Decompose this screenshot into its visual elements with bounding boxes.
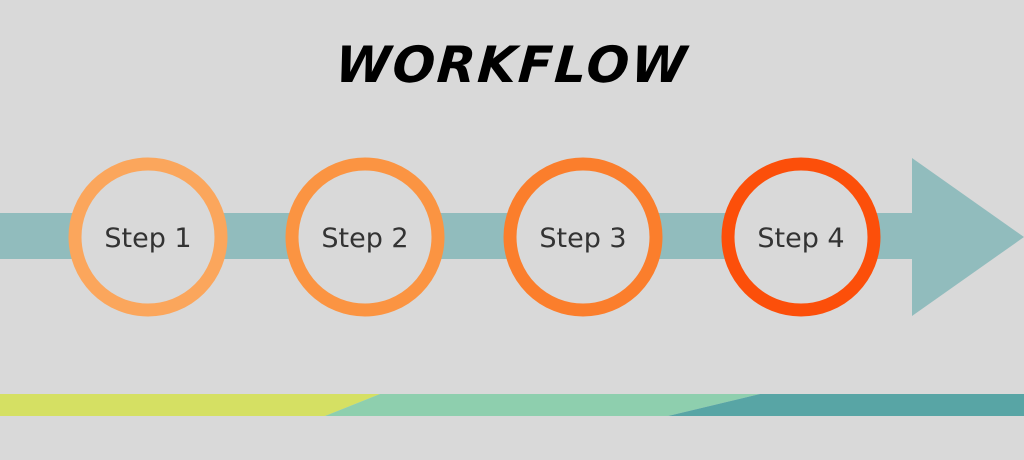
arrow-head — [912, 158, 1024, 316]
step-4-label: Step 4 — [757, 223, 844, 254]
step-2-label: Step 2 — [321, 223, 408, 254]
step-1-label: Step 1 — [104, 223, 191, 254]
step-1: Step 1 — [68, 157, 228, 317]
bottom-band-1 — [0, 394, 380, 416]
step-2-ring — [285, 157, 445, 317]
step-1-ring — [68, 157, 228, 317]
step-3-label: Step 3 — [539, 223, 626, 254]
bottom-band-3 — [668, 394, 1024, 416]
bottom-band-2 — [325, 394, 760, 416]
step-3-ring — [503, 157, 663, 317]
step-4: Step 4 — [721, 157, 881, 317]
step-4-ring — [721, 157, 881, 317]
step-2: Step 2 — [285, 157, 445, 317]
step-3: Step 3 — [503, 157, 663, 317]
